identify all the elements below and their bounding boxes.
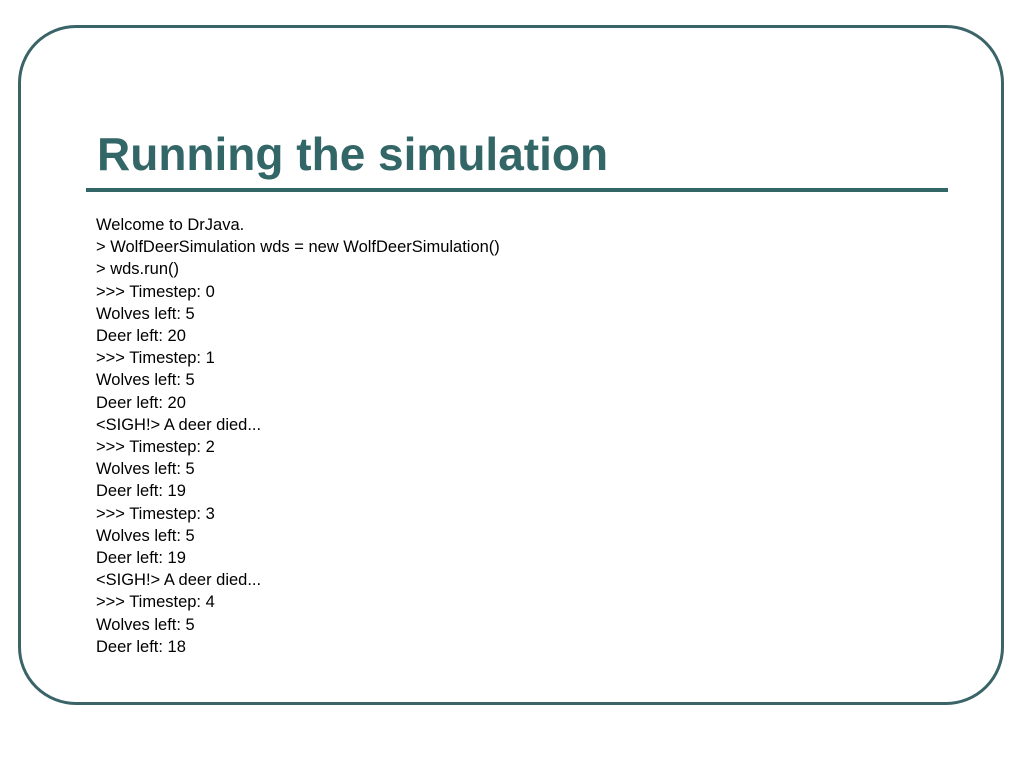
- console-line: Wolves left: 5: [96, 526, 195, 545]
- console-line: <SIGH!> A deer died...: [96, 415, 262, 434]
- console-output: Welcome to DrJava. > WolfDeerSimulation …: [96, 214, 500, 658]
- title-divider: [86, 188, 948, 192]
- console-line: >>> Timestep: 1: [96, 349, 215, 368]
- console-line: Wolves left: 5: [96, 460, 195, 479]
- console-line: Wolves left: 5: [96, 371, 195, 390]
- console-line: >>> Timestep: 2: [96, 438, 215, 457]
- slide-frame: [18, 25, 1004, 705]
- console-line: >>> Timestep: 4: [96, 593, 215, 612]
- console-line: > wds.run(): [96, 260, 179, 279]
- console-line: <SIGH!> A deer died...: [96, 571, 262, 590]
- console-line: Deer left: 20: [96, 393, 186, 412]
- console-line: Wolves left: 5: [96, 615, 195, 634]
- console-line: Deer left: 20: [96, 327, 186, 346]
- slide-title: Running the simulation: [97, 128, 609, 180]
- console-line: > WolfDeerSimulation wds = new WolfDeerS…: [96, 238, 500, 257]
- console-line: >>> Timestep: 0: [96, 282, 215, 301]
- console-line: >>> Timestep: 3: [96, 504, 215, 523]
- console-line: Deer left: 18: [96, 637, 186, 656]
- console-line: Welcome to DrJava.: [96, 216, 245, 234]
- console-line: Wolves left: 5: [96, 304, 195, 323]
- console-line: Deer left: 19: [96, 482, 186, 501]
- console-line: Deer left: 19: [96, 549, 186, 568]
